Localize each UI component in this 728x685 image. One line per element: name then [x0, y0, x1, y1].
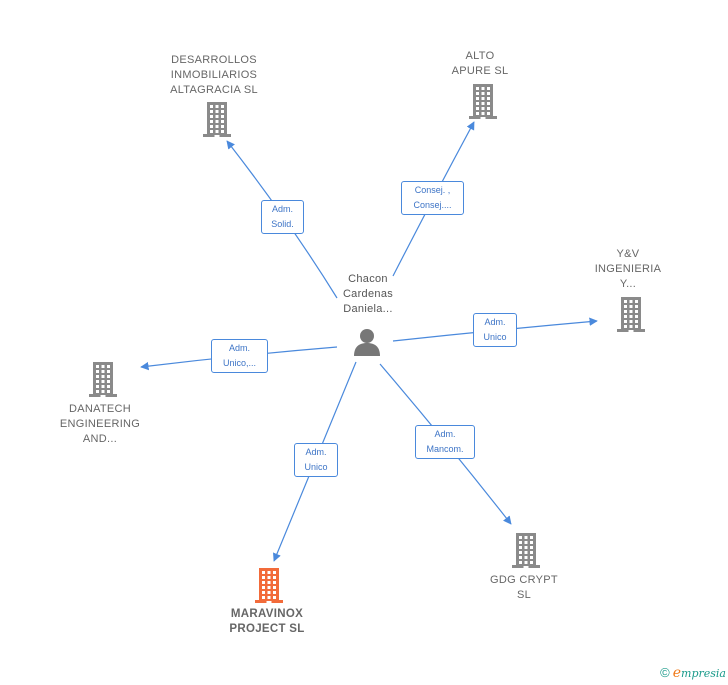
- company-danatech-label[interactable]: DANATECH ENGINEERING AND...: [50, 402, 150, 447]
- company-name-line: AND...: [82, 433, 118, 445]
- relation-label-maravinox[interactable]: Adm. Unico: [294, 443, 338, 477]
- relation-line: Mancom.: [426, 444, 464, 454]
- relation-line: Adm.: [228, 343, 250, 353]
- relation-label-gdg-crypt[interactable]: Adm. Mancom.: [415, 425, 475, 459]
- person-name-line: Chacon: [348, 273, 388, 285]
- relation-line: Unico: [483, 332, 507, 342]
- company-name-line: ALTO: [465, 50, 495, 62]
- company-yv-ingenieria-label[interactable]: Y&V INGENIERIA Y...: [578, 247, 678, 292]
- relation-line: Solid.: [271, 219, 294, 229]
- relation-line: Adm.: [271, 204, 293, 214]
- company-name-line: ALTAGRACIA SL: [170, 84, 258, 96]
- relation-line: Consej....: [413, 200, 452, 210]
- company-name-line: Y...: [619, 278, 637, 290]
- company-alto-apure-label[interactable]: ALTO APURE SL: [430, 49, 530, 79]
- relation-label-alto-apure[interactable]: Consej. , Consej....: [401, 181, 464, 215]
- company-desarrollos-label[interactable]: DESARROLLOS INMOBILIARIOS ALTAGRACIA SL: [154, 53, 274, 98]
- relation-line: Adm.: [305, 447, 327, 457]
- relation-line: Consej. ,: [414, 185, 451, 195]
- company-maravinox-label[interactable]: MARAVINOX PROJECT SL: [207, 607, 327, 637]
- company-name-line: ENGINEERING: [59, 418, 141, 430]
- copyright-symbol: ©: [660, 665, 670, 680]
- empresia-watermark: © empresia: [660, 665, 726, 681]
- building-icon[interactable]: [253, 568, 285, 609]
- company-name-line: INMOBILIARIOS: [170, 69, 258, 81]
- relation-label-desarrollos[interactable]: Adm. Solid.: [261, 200, 304, 234]
- building-icon[interactable]: [510, 533, 542, 574]
- brand-letter: e: [672, 665, 682, 681]
- relation-line: Adm.: [434, 429, 456, 439]
- building-icon[interactable]: [467, 84, 499, 125]
- company-name-line: GDG CRYPT: [490, 574, 558, 586]
- company-name-line: DESARROLLOS: [171, 54, 257, 66]
- company-name-line: PROJECT SL: [229, 623, 305, 635]
- building-icon[interactable]: [201, 102, 233, 143]
- person-name-label[interactable]: Chacon Cardenas Daniela...: [318, 272, 418, 317]
- company-gdg-crypt-label[interactable]: GDG CRYPT SL: [474, 573, 574, 603]
- company-name-line: MARAVINOX: [230, 608, 304, 620]
- person-icon[interactable]: [352, 327, 382, 357]
- brand-name: mpresia: [681, 667, 726, 680]
- relation-label-danatech[interactable]: Adm. Unico,...: [211, 339, 268, 373]
- person-name-line: Daniela...: [343, 303, 393, 315]
- relation-line: Unico,...: [222, 358, 256, 368]
- building-icon[interactable]: [615, 297, 647, 338]
- person-name-line: Cardenas: [342, 288, 394, 300]
- company-name-line: APURE SL: [451, 65, 509, 77]
- relation-line: Adm.: [484, 317, 506, 327]
- company-name-line: Y&V: [616, 248, 640, 260]
- relation-line: Unico: [304, 462, 328, 472]
- relation-label-yv-ingenieria[interactable]: Adm. Unico: [473, 313, 517, 347]
- company-name-line: INGENIERIA: [594, 263, 662, 275]
- building-icon[interactable]: [87, 362, 119, 403]
- company-name-line: DANATECH: [68, 403, 132, 415]
- company-name-line: SL: [516, 589, 532, 601]
